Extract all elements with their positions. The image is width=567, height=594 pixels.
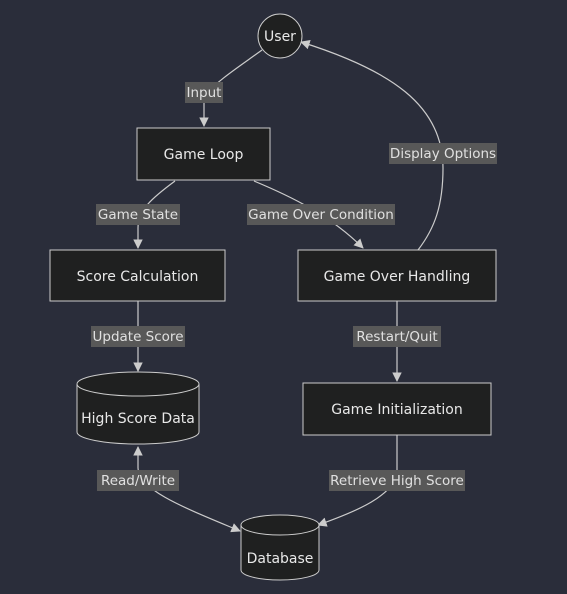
edge-label-game-state-text: Game State [98, 207, 178, 223]
edge-label-update-score: Update Score [91, 326, 185, 347]
node-game-loop: Game Loop [136, 127, 271, 181]
node-game-initialization-label: Game Initialization [331, 402, 463, 418]
edge-label-retrieve-high-score: Retrieve High Score [329, 470, 465, 491]
edge-label-input: Input [185, 82, 223, 103]
node-high-score-data: High Score Data [76, 371, 200, 445]
node-high-score-data-label: High Score Data [81, 411, 195, 427]
node-score-calculation: Score Calculation [49, 249, 226, 302]
edge-label-retrieve-high-score-text: Retrieve High Score [330, 473, 464, 489]
nodes: User Game Loop Score Calculation Game Ov… [49, 13, 497, 581]
node-score-calculation-label: Score Calculation [77, 269, 199, 285]
edge-label-game-over-condition: Game Over Condition [247, 204, 395, 225]
node-game-loop-label: Game Loop [164, 147, 244, 163]
edge-label-game-state: Game State [96, 204, 180, 225]
edge-label-read-write: Read/Write [97, 470, 179, 491]
edge-label-update-score-text: Update Score [93, 329, 184, 345]
edge-label-restart-quit-text: Restart/Quit [356, 329, 437, 345]
edge-label-game-over-condition-text: Game Over Condition [248, 207, 394, 223]
edge-label-input-text: Input [187, 85, 222, 101]
node-game-over-handling: Game Over Handling [297, 249, 497, 302]
edge-label-restart-quit: Restart/Quit [353, 326, 441, 347]
node-game-initialization: Game Initialization [302, 382, 492, 436]
node-database-label: Database [247, 551, 314, 567]
edge-labels: Input Game State Game Over Condition Dis… [91, 82, 497, 491]
node-user-label: User [264, 29, 296, 45]
edge-label-read-write-text: Read/Write [101, 473, 175, 489]
edge-label-display-options-text: Display Options [390, 146, 496, 162]
edge-label-display-options: Display Options [389, 143, 497, 164]
node-game-over-handling-label: Game Over Handling [324, 269, 471, 285]
node-user: User [257, 13, 303, 59]
node-database: Database [240, 514, 320, 581]
